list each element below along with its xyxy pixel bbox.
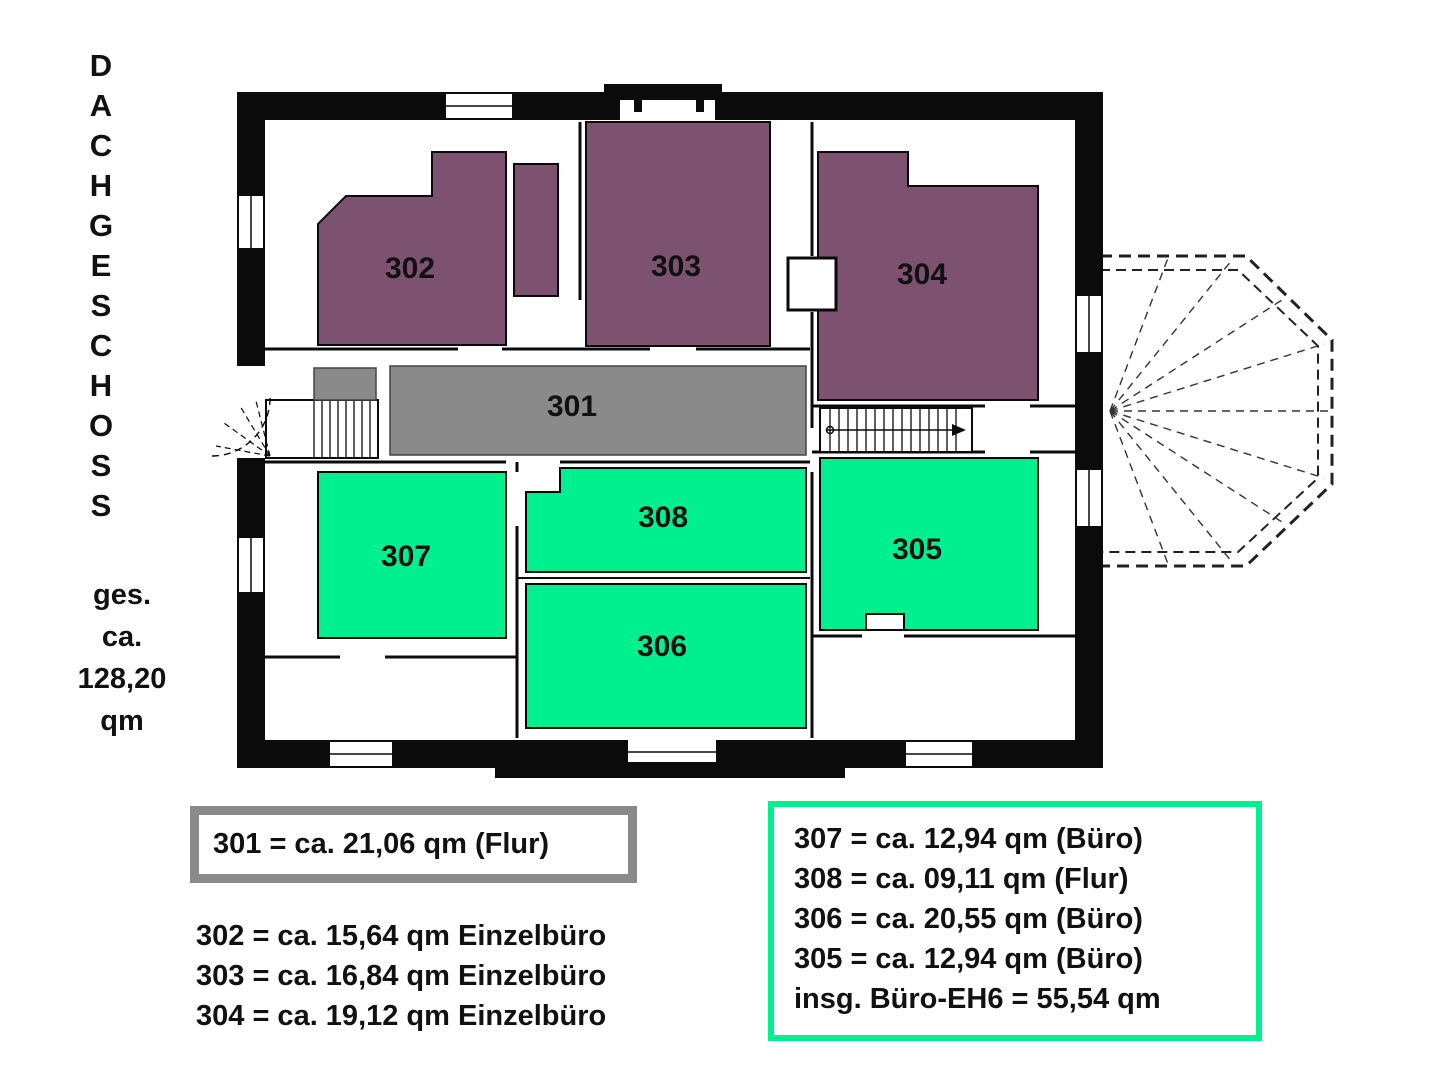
- balcony-bay: [1100, 254, 1334, 568]
- room-304-shape: [817, 151, 1039, 401]
- floor-title-letter: A: [89, 88, 113, 123]
- balcony-radial-lines: [1109, 257, 1330, 565]
- stairs-left-treads: [313, 401, 371, 457]
- room-305-notch: [865, 613, 905, 631]
- floor-title-letter: D: [89, 48, 113, 83]
- floor-title-vertical: D A C H G E S C H O S S: [78, 46, 124, 526]
- legend-buero-line: insg. Büro-EH6 = 55,54 qm: [794, 983, 1161, 1015]
- floor-title-letter: E: [90, 248, 112, 283]
- stairs-right-direction-arrow: [952, 424, 966, 436]
- legend-einzelbuero-line: 304 = ca. 19,12 qm Einzelbüro: [196, 1000, 607, 1032]
- legend-einzelbuero: 302 = ca. 15,64 qm Einzelbüro 303 = ca. …: [196, 916, 606, 1036]
- legend-buero-line: 305 = ca. 12,94 qm (Büro): [794, 943, 1143, 975]
- room-302-shape: [317, 151, 507, 346]
- floor-title-letter: S: [90, 288, 112, 323]
- floor-title-letter: S: [90, 448, 112, 483]
- rooms: [313, 121, 1039, 729]
- room-307-shape: [317, 471, 507, 639]
- floor-title-letter: C: [89, 128, 113, 163]
- floor-title-letter: H: [89, 168, 113, 203]
- legend-buero-line: 308 = ca. 09,11 qm (Flur): [794, 863, 1129, 895]
- room-label-303: 303: [650, 250, 702, 283]
- room-308-shape: [525, 467, 807, 573]
- total-area-line: 128,20: [77, 663, 167, 695]
- legend-einzelbuero-line: 303 = ca. 16,84 qm Einzelbüro: [196, 960, 607, 992]
- legend-buero-line: 306 = ca. 20,55 qm (Büro): [794, 903, 1143, 935]
- total-area-note: ges. ca. 128,20 qm: [50, 574, 194, 742]
- legend-box-buero: 307 = ca. 12,94 qm (Büro) 308 = ca. 09,1…: [768, 801, 1262, 1041]
- legend-buero-line: 307 = ca. 12,94 qm (Büro): [794, 823, 1143, 855]
- room-label-307: 307: [380, 540, 432, 573]
- room-label-301: 301: [546, 390, 598, 423]
- total-area-line: ges.: [92, 579, 152, 611]
- room-302-strip-shape: [513, 163, 559, 297]
- room-301-shape: [389, 365, 807, 456]
- dormer-marks: [634, 100, 704, 112]
- floor-title-letter: O: [88, 408, 114, 443]
- floor-title-letter: S: [90, 488, 112, 523]
- legend-box-flur: 301 = ca. 21,06 qm (Flur): [190, 806, 637, 883]
- stairs-right: [819, 407, 973, 453]
- floor-title-letter: C: [89, 328, 113, 363]
- room-label-306: 306: [636, 630, 688, 663]
- balcony-outer-outline: [1100, 254, 1334, 568]
- legend-flur-text: 301 = ca. 21,06 qm (Flur): [213, 828, 550, 860]
- room-label-302: 302: [384, 252, 436, 285]
- room-301-landing-shape: [313, 367, 377, 401]
- total-area-line: qm: [100, 705, 144, 737]
- room-label-304: 304: [896, 258, 948, 291]
- stairs-right-direction-start: [825, 425, 835, 435]
- room-303-shape: [585, 121, 771, 347]
- floor-title-letter: G: [88, 208, 114, 243]
- room-label-308: 308: [637, 501, 689, 534]
- interior-walls: [265, 122, 1075, 738]
- room-306-shape: [525, 583, 807, 729]
- balcony-inner-outline: [1100, 269, 1319, 553]
- total-area-line: ca.: [101, 621, 143, 653]
- legend-einzelbuero-line: 302 = ca. 15,64 qm Einzelbüro: [196, 920, 607, 952]
- floor-title-letter: H: [89, 368, 113, 403]
- room-label-305: 305: [891, 533, 943, 566]
- chimney-shaft: [786, 256, 838, 312]
- room-305-shape: [819, 457, 1039, 631]
- stairs-left: [211, 397, 379, 459]
